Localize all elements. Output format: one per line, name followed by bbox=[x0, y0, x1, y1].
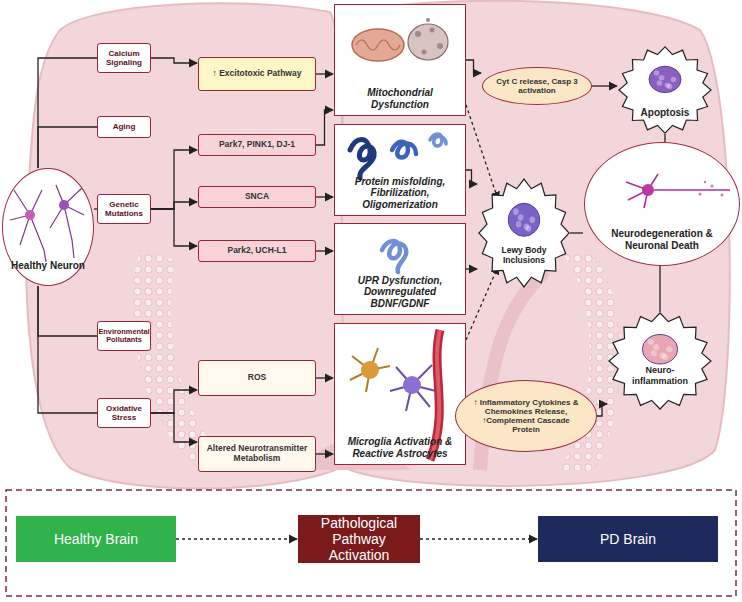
gene-box: Park2, UCH-L1 bbox=[198, 240, 316, 262]
pathway-box: ↑ Excitotoxic Pathway bbox=[198, 57, 316, 91]
node-label: Cyt C release, Casp 3 activation bbox=[495, 77, 579, 95]
stage-box: Healthy Brain bbox=[16, 516, 176, 562]
connector-arrow bbox=[466, 60, 481, 73]
node-label: Environmental Pollutants bbox=[98, 328, 149, 345]
factor-box: Genetic Mutations bbox=[97, 194, 151, 224]
node-label: Protein misfolding, Fibrilization, Oligo… bbox=[339, 176, 461, 211]
connector-arrow bbox=[176, 538, 297, 539]
event-oval: ↑ Inflammatory Cytokines & Chemokines Re… bbox=[455, 380, 597, 452]
apoptosis-burst: Apoptosis bbox=[618, 46, 712, 134]
gene-box: Park7, PINK1, DJ-1 bbox=[198, 134, 316, 156]
mechanism-panel: Microglia Activation & Reactive Astrocyt… bbox=[334, 323, 466, 465]
starburst-outline bbox=[478, 178, 570, 288]
connector-arrow bbox=[316, 73, 333, 74]
connector-arrow bbox=[316, 377, 333, 378]
connector-arrow bbox=[151, 202, 197, 209]
node-label: Park2, UCH-L1 bbox=[227, 246, 286, 256]
node-label: Genetic Mutations bbox=[100, 200, 148, 218]
mechanism-panel: UPR Dysfunction, Downregulated BDNF/GDNF bbox=[334, 223, 466, 315]
node-label: Aging bbox=[113, 122, 136, 131]
node-label: Apoptosis bbox=[641, 107, 690, 119]
connector-arrow bbox=[420, 538, 537, 539]
connector-arrow bbox=[38, 286, 97, 336]
node-label: Healthy Brain bbox=[54, 531, 138, 547]
connector-arrow bbox=[659, 266, 660, 312]
connector-arrow bbox=[151, 390, 197, 413]
connector-arrow bbox=[151, 209, 197, 246]
node-label: Lewy Body Inclusions bbox=[498, 246, 550, 266]
factor-box: Oxidative Stress bbox=[97, 398, 151, 428]
gene-box: SNCA bbox=[198, 186, 316, 208]
node-label: PD Brain bbox=[600, 531, 656, 547]
node-label: Neuro-inflammation bbox=[630, 365, 690, 386]
node-label: Microglia Activation & Reactive Astrocyt… bbox=[339, 436, 461, 459]
mechanism-panel: Mitochondrial Dysfunction bbox=[334, 4, 466, 116]
node-label: Neurodegeneration & Neuronal Death bbox=[611, 228, 713, 251]
connector-arrow bbox=[466, 268, 477, 269]
node-label: UPR Dysfunction, Downregulated BDNF/GDNF bbox=[339, 275, 461, 310]
connector-arrow bbox=[316, 250, 333, 251]
connector-arrow bbox=[466, 105, 498, 200]
mechanism-panel: Protein misfolding, Fibrilization, Oligo… bbox=[334, 124, 466, 216]
factor-box: Calcium Signaling bbox=[97, 43, 151, 73]
node-label: Pathological Pathway Activation bbox=[302, 515, 416, 563]
node-label: ROS bbox=[248, 373, 266, 383]
connector-arrow bbox=[38, 127, 97, 168]
connector-arrow bbox=[592, 85, 617, 86]
node-label: ↑ Inflammatory Cytokines & Chemokines Re… bbox=[468, 398, 584, 435]
lewy-body-burst: Lewy Body Inclusions bbox=[478, 178, 570, 288]
starburst-outline bbox=[608, 312, 712, 410]
connector-arrow bbox=[38, 58, 97, 168]
stress-box: ROS bbox=[198, 360, 316, 396]
node-label: Healthy Neuron bbox=[11, 260, 85, 272]
node-label: SNCA bbox=[245, 192, 269, 202]
connector-arrow bbox=[597, 404, 607, 416]
stage-box: PD Brain bbox=[538, 516, 718, 562]
factor-box: Environmental Pollutants bbox=[97, 321, 151, 351]
starburst-outline bbox=[618, 46, 712, 134]
connector-arrow bbox=[316, 196, 333, 197]
connector-arrow bbox=[466, 266, 498, 340]
node-label: Oxidative Stress bbox=[100, 404, 148, 422]
stage-box: Pathological Pathway Activation bbox=[298, 515, 420, 563]
node-label: Park7, PINK1, DJ-1 bbox=[219, 140, 295, 150]
node-label: Mitochondrial Dysfunction bbox=[339, 87, 461, 110]
connector-arrow bbox=[151, 58, 197, 63]
connector-arrow bbox=[570, 232, 583, 233]
connector-arrow bbox=[151, 413, 197, 442]
node-label: ↑ Excitotoxic Pathway bbox=[213, 69, 302, 79]
node-label: Calcium Signaling bbox=[100, 49, 148, 67]
connector-arrow bbox=[151, 150, 197, 209]
node-label: Altered Neurotransmitter Metabolism bbox=[202, 444, 312, 464]
connector-arrow bbox=[466, 170, 477, 184]
event-oval: Cyt C release, Casp 3 activation bbox=[482, 67, 592, 105]
factor-box: Aging bbox=[97, 116, 151, 138]
healthy-neuron-circle: Healthy Neuron bbox=[2, 168, 94, 286]
connector-arrow bbox=[38, 286, 97, 413]
neuroinflammation-burst: Neuro-inflammation bbox=[608, 312, 712, 410]
outcome-circle: Neurodegeneration & Neuronal Death bbox=[584, 142, 740, 266]
stress-box: Altered Neurotransmitter Metabolism bbox=[198, 436, 316, 472]
connector-arrow bbox=[316, 110, 333, 145]
connector-arrow bbox=[316, 453, 333, 454]
connector-arrow bbox=[664, 134, 665, 142]
